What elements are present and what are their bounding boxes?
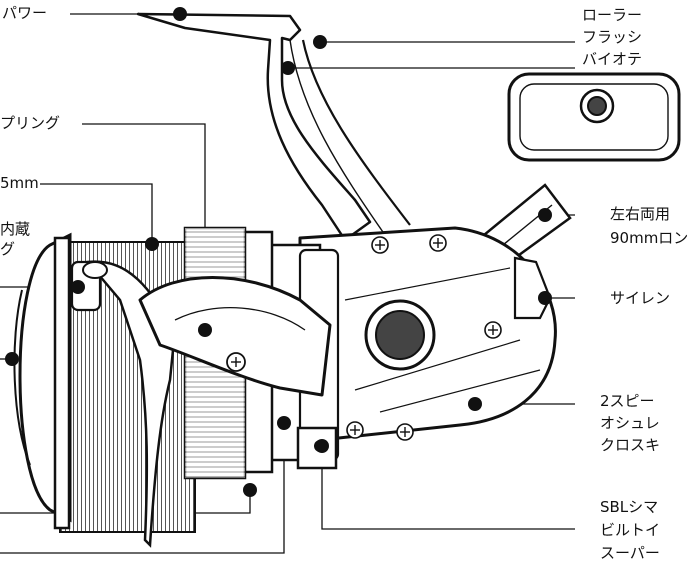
reel-body <box>298 226 557 442</box>
dot-bio <box>281 61 295 75</box>
dot-rotor <box>277 416 291 430</box>
label-sbl-3: スーパー <box>600 544 660 562</box>
label-sbl-1: SBLシマ <box>600 498 659 516</box>
leader-sbl <box>321 446 575 530</box>
dot-speed <box>468 397 482 411</box>
dot-spool-edge <box>5 352 19 366</box>
bail-arm <box>136 12 411 242</box>
callout-dots <box>5 7 552 497</box>
label-handle-1: 左右両用 <box>610 205 671 223</box>
dot-top-left <box>173 7 187 21</box>
leader-rotor <box>0 423 285 554</box>
label-speed-1: 2スピー <box>600 392 655 410</box>
label-builtin: 内蔵 <box>0 220 31 238</box>
label-builtin-sub: グ <box>0 240 16 258</box>
label-roller: ローラー <box>582 6 643 24</box>
label-size: 5mm <box>0 174 39 192</box>
dot-skirt <box>243 483 257 497</box>
label-speed-3: クロスキ <box>600 436 661 454</box>
dot-silent <box>538 291 552 305</box>
label-bio: バイオテ <box>582 50 643 68</box>
label-handle-2: 90mmロン <box>610 229 689 247</box>
dot-spring <box>198 323 212 337</box>
dot-size <box>145 237 159 251</box>
dot-roller <box>313 35 327 49</box>
dot-sbl <box>315 439 329 453</box>
label-power: パワー <box>2 4 48 22</box>
dot-builtin <box>71 280 85 294</box>
label-spring: プリング <box>0 114 61 132</box>
label-flash: フラッシ <box>582 28 643 46</box>
leader-size <box>40 183 153 244</box>
label-sbl-2: ビルトイ <box>600 521 661 539</box>
dot-handle <box>538 208 552 222</box>
label-speed-2: オシュレ <box>600 414 660 432</box>
label-silent: サイレン <box>610 289 671 307</box>
rotor-arm <box>138 276 332 397</box>
